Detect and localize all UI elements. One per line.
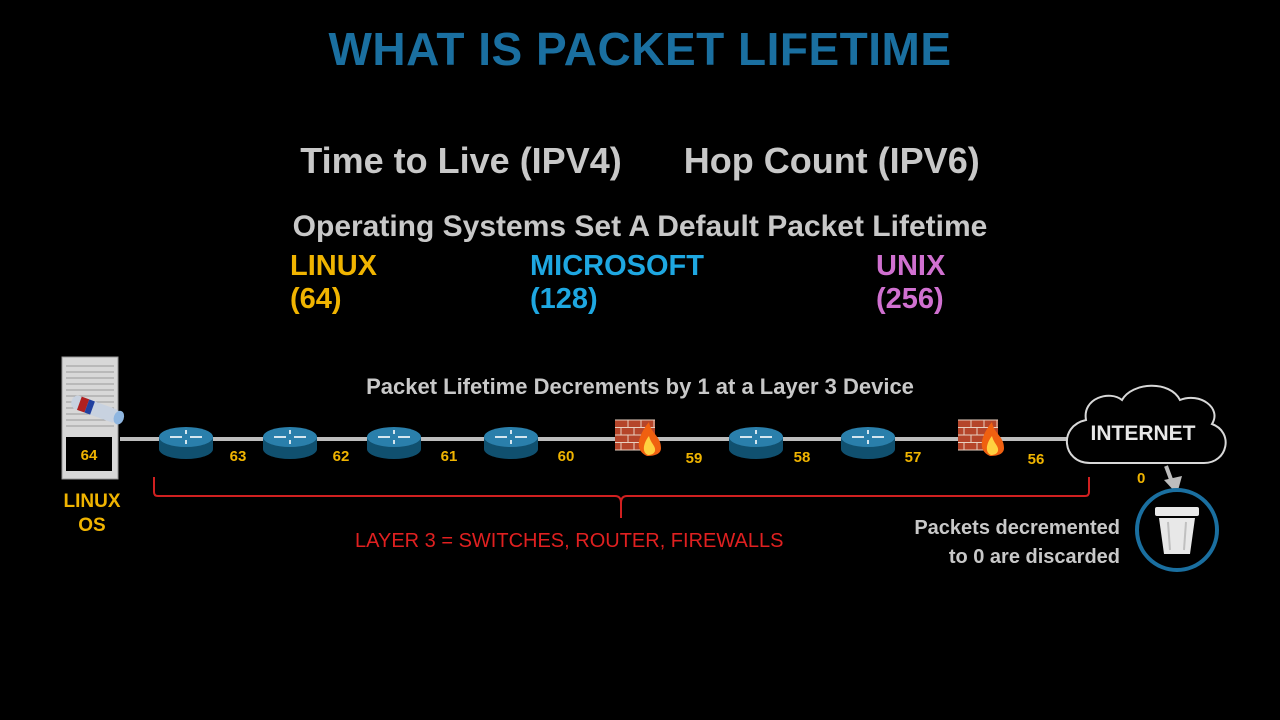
microsoft-default: MICROSOFT (128)	[530, 250, 704, 315]
ipv4-label: Time to Live (IPV4)	[300, 140, 622, 181]
final-ttl: 0	[1137, 470, 1146, 487]
layer3-note: LAYER 3 = SWITCHES, ROUTER, FIREWALLS	[355, 530, 784, 552]
source-ttl: 64	[81, 447, 98, 464]
router-icon	[729, 427, 783, 459]
discard-line2: to 0 are discarded	[948, 546, 1120, 568]
linux-default: LINUX (64)	[290, 250, 377, 315]
router-icon	[159, 427, 213, 459]
router-icon	[841, 427, 895, 459]
os-heading: Operating Systems Set A Default Packet L…	[292, 210, 988, 243]
ipv6-label: Hop Count (IPV6)	[683, 140, 980, 181]
hop-ttl-label: 56	[1028, 451, 1045, 468]
firewall-icon	[615, 419, 661, 456]
hop-ttl-label: 61	[441, 448, 458, 465]
hop-ttl-label: 58	[794, 449, 811, 466]
server-icon	[61, 356, 125, 480]
hop-ttl-label: 60	[558, 448, 575, 465]
decrement-caption: Packet Lifetime Decrements by 1 at a Lay…	[366, 374, 914, 399]
source-os-line2: OS	[78, 515, 106, 536]
router-icon	[484, 427, 538, 459]
layer3-bracket	[153, 477, 1090, 518]
firewall-icon	[958, 419, 1004, 456]
internet-label: INTERNET	[1090, 422, 1196, 445]
ttl-subtitle: Time to Live (IPV4) Hop Count (IPV6)	[0, 140, 1280, 182]
hop-ttl-label: 63	[230, 448, 247, 465]
cloud-icon	[1066, 384, 1227, 464]
source-os-line1: LINUX	[63, 491, 121, 512]
source-os-label: LINUX OS	[52, 490, 132, 538]
unix-default: UNIX (256)	[876, 250, 946, 315]
hop-ttl-label: 59	[686, 450, 703, 467]
router-icon	[263, 427, 317, 459]
discard-line1: Packets decremented	[914, 517, 1120, 539]
page-title: WHAT IS PACKET LIFETIME	[328, 23, 952, 75]
hop-ttl-label: 62	[333, 448, 350, 465]
trash-icon	[1135, 488, 1219, 572]
discard-note: Packets decremented to 0 are discarded	[860, 514, 1120, 572]
router-icon	[367, 427, 421, 459]
hop-ttl-label: 57	[905, 449, 922, 466]
